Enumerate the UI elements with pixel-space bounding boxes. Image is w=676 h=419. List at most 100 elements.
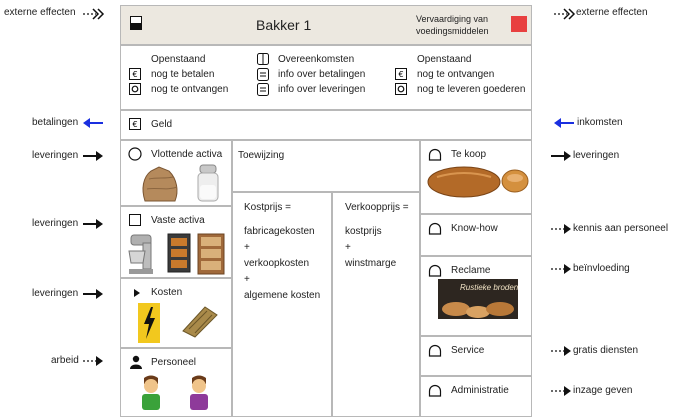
kostprijs-cell: Kostprijs = fabricagekosten + verkoopkos… [232,192,332,417]
toewijzing-cell: Toewijzing [232,140,420,192]
svg-text:€: € [398,70,403,79]
arrow-right-icon [82,218,104,233]
header-color-swatch[interactable] [511,16,527,32]
euro-icon: € [129,68,141,83]
arrow-right-icon [82,288,104,303]
dotted-arrow-right-icon [550,345,572,360]
euro-icon: € [129,118,141,133]
advertisement-poster: Rustieke broden [438,279,518,319]
goods-icon [129,83,141,98]
knowhow-label: Know-how [451,223,498,234]
betalingen-label: betalingen [32,117,79,128]
gratis-diensten-label: gratis diensten [573,345,639,356]
nog-te-ontvangen-left-label: nog te ontvangen [151,84,229,95]
page-title: Bakker 1 [256,17,312,33]
externe-effecten-right-label: externe effecten [576,7,648,18]
employee-avatar [187,375,211,414]
square-icon [129,214,141,229]
header-subtitle-2: voedingsmiddelen [416,26,489,36]
arbeid-label: arbeid [51,355,79,366]
vlottende-activa-label: Vlottende activa [151,149,223,160]
service-label: Service [451,345,485,356]
dotted-arrow-right-icon [550,263,572,278]
kostprijs-item: verkoopkosten [244,258,310,269]
personeel-cell[interactable]: Personeel [120,348,232,417]
openstaand-right-label: Openstaand [417,54,472,65]
administratie-label: Administratie [451,385,509,396]
bell-icon [428,263,442,280]
externe-effecten-left-label: externe effecten [4,7,76,18]
toewijzing-label: Toewijzing [238,150,285,161]
kostprijs-plus: + [244,274,250,285]
inzage-label: inzage geven [573,385,633,396]
vaste-activa-label: Vaste activa [151,215,205,226]
info-leveringen-label: info over leveringen [278,84,366,95]
knowhow-cell[interactable]: Know-how [420,214,532,256]
agreement-icon [257,53,269,68]
document-icon [257,68,269,84]
verkoopprijs-cell: Verkoopprijs = kostprijs + winstmarge [332,192,420,417]
arrow-right-icon [82,150,104,165]
person-icon [129,355,143,372]
reclame-cell[interactable]: Reclame Rustieke broden [420,256,532,336]
verkoopprijs-item: winstmarge [345,258,397,269]
salt-shaker-image [196,164,220,206]
leveringen-out-label: leveringen [573,150,620,161]
bell-icon [428,147,442,164]
verkoopprijs-title: Verkoopprijs = [345,202,409,213]
document-icon [257,83,269,99]
header-subtitle-1: Vervaardiging van [416,14,489,24]
info-row: Openstaand € nog te betalen nog te ontva… [120,45,532,110]
bell-icon [428,343,442,360]
triangle-icon [133,288,141,301]
service-cell[interactable]: Service [420,336,532,376]
verkoopprijs-plus: + [345,242,351,253]
poster-text: Rustieke broden [460,283,518,292]
openstaand-left-label: Openstaand [151,54,206,65]
employee-avatar [139,375,163,414]
blue-arrow-left-icon [82,117,104,132]
blue-arrow-left-icon [553,117,575,132]
dotted-double-arrow-right-icon [82,8,106,23]
leveringen-in-label: leveringen [32,288,79,299]
dotted-arrow-right-icon [82,355,104,370]
vaste-activa-cell[interactable]: Vaste activa [120,206,232,278]
inkomsten-label: inkomsten [577,117,623,128]
info-betalingen-label: info over betalingen [278,69,366,80]
te-koop-cell[interactable]: Te koop [420,140,532,214]
kostprijs-item: fabricagekosten [244,226,315,237]
reclame-label: Reclame [451,265,491,276]
administratie-cell[interactable]: Administratie [420,376,532,417]
header-bar: Bakker 1 Vervaardiging van voedingsmidde… [120,5,532,45]
kostprijs-title: Kostprijs = [244,202,291,213]
te-koop-label: Te koop [451,149,487,160]
nog-te-ontvangen-right-label: nog te ontvangen [417,69,495,80]
kostprijs-plus: + [244,242,250,253]
dotted-double-arrow-right-icon [553,8,577,23]
nog-te-betalen-label: nog te betalen [151,69,215,80]
leveringen-in-label: leveringen [32,150,79,161]
kostprijs-item: algemene kosten [244,290,321,301]
nog-te-leveren-label: nog te leveren goederen [417,84,526,95]
kennis-label: kennis aan personeel [573,223,669,234]
kosten-cell[interactable]: Kosten [120,278,232,348]
vlottende-activa-cell[interactable]: Vlottende activa [120,140,232,206]
svg-text:€: € [132,70,137,79]
leveringen-in-label: leveringen [32,218,79,229]
overeenkomsten-label: Overeenkomsten [278,54,355,65]
personeel-label: Personeel [151,357,197,368]
beinvloeding-label: beïnvloeding [573,263,630,274]
bread-tray-image [181,303,219,342]
svg-text:€: € [132,120,137,129]
bell-icon [428,221,442,238]
kosten-label: Kosten [151,287,183,298]
arrow-right-icon [550,150,572,165]
oven-image [167,233,191,278]
header-square-icon [130,16,142,33]
flour-sack-image [139,165,181,206]
geld-row: € Geld [120,110,532,140]
verkoopprijs-item: kostprijs [345,226,382,237]
euro-icon: € [395,68,407,83]
circle-icon [128,147,142,164]
dotted-arrow-right-icon [550,223,572,238]
